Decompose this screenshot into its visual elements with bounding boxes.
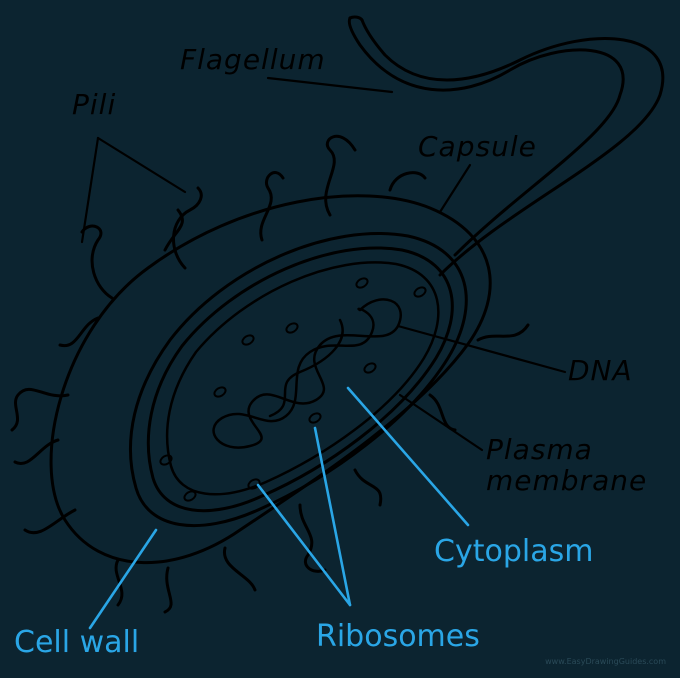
capsule-pointer [438, 163, 472, 214]
watermark: www.EasyDrawingGuides.com [545, 657, 666, 666]
pili-label: Pili [72, 88, 117, 121]
plasma-membrane [146, 246, 454, 513]
dna-pointer [396, 324, 567, 374]
cytoplasm-pointer [346, 386, 470, 527]
ribosome [183, 490, 197, 502]
pilus [223, 546, 257, 592]
cytoplasm-label: Cytoplasm [434, 534, 594, 569]
flagellum-tip [348, 15, 364, 22]
plasma-membrane-pointer [398, 393, 484, 452]
pilus [476, 323, 530, 342]
ribosome [363, 362, 377, 374]
cell-wall-pointer [88, 528, 158, 630]
ribosomes-label: Ribosomes [316, 619, 480, 654]
pili-pointer-right [96, 136, 187, 194]
pili-pointer-left [80, 136, 100, 244]
pilus [353, 468, 383, 507]
pilus [10, 387, 70, 432]
cell-wall-label: Cell wall [14, 625, 140, 660]
flagellum-pointer [266, 76, 394, 94]
ribosome [285, 322, 299, 334]
ribosome [241, 334, 255, 346]
capsule-label: Capsule [418, 130, 537, 163]
pilus [163, 566, 173, 614]
ribosome [213, 386, 227, 398]
pilus [172, 186, 203, 270]
flagellum-label: Flagellum [180, 43, 326, 76]
ribosome [159, 454, 173, 466]
flagellum-inner-edge [360, 18, 665, 277]
pilus [259, 171, 285, 242]
ribosome [413, 286, 427, 298]
ribosome [247, 478, 261, 490]
plasma-membrane-label: Plasma membrane [486, 434, 647, 496]
dna-strand-twist [268, 318, 344, 418]
ribosomes-pointer-right [313, 426, 352, 607]
pilus [80, 224, 114, 300]
ribosomes-pointer-left [256, 483, 352, 607]
pilus [324, 134, 357, 217]
dna-label: DNA [568, 354, 633, 387]
capsule [49, 194, 492, 565]
pilus [58, 316, 100, 348]
cytoplasm-boundary [165, 261, 440, 496]
ribosome [355, 277, 369, 289]
pilus [163, 208, 184, 252]
pilus [13, 438, 60, 466]
pilus [298, 503, 327, 573]
pilus [23, 508, 77, 535]
dna-strand [212, 298, 402, 449]
cell-wall [129, 231, 468, 528]
ribosome [308, 412, 322, 424]
flagellum [347, 16, 625, 257]
pilus [388, 171, 427, 192]
plasma-membrane-label-line2: membrane [486, 464, 648, 497]
plasma-membrane-label-line1: Plasma [486, 433, 593, 466]
